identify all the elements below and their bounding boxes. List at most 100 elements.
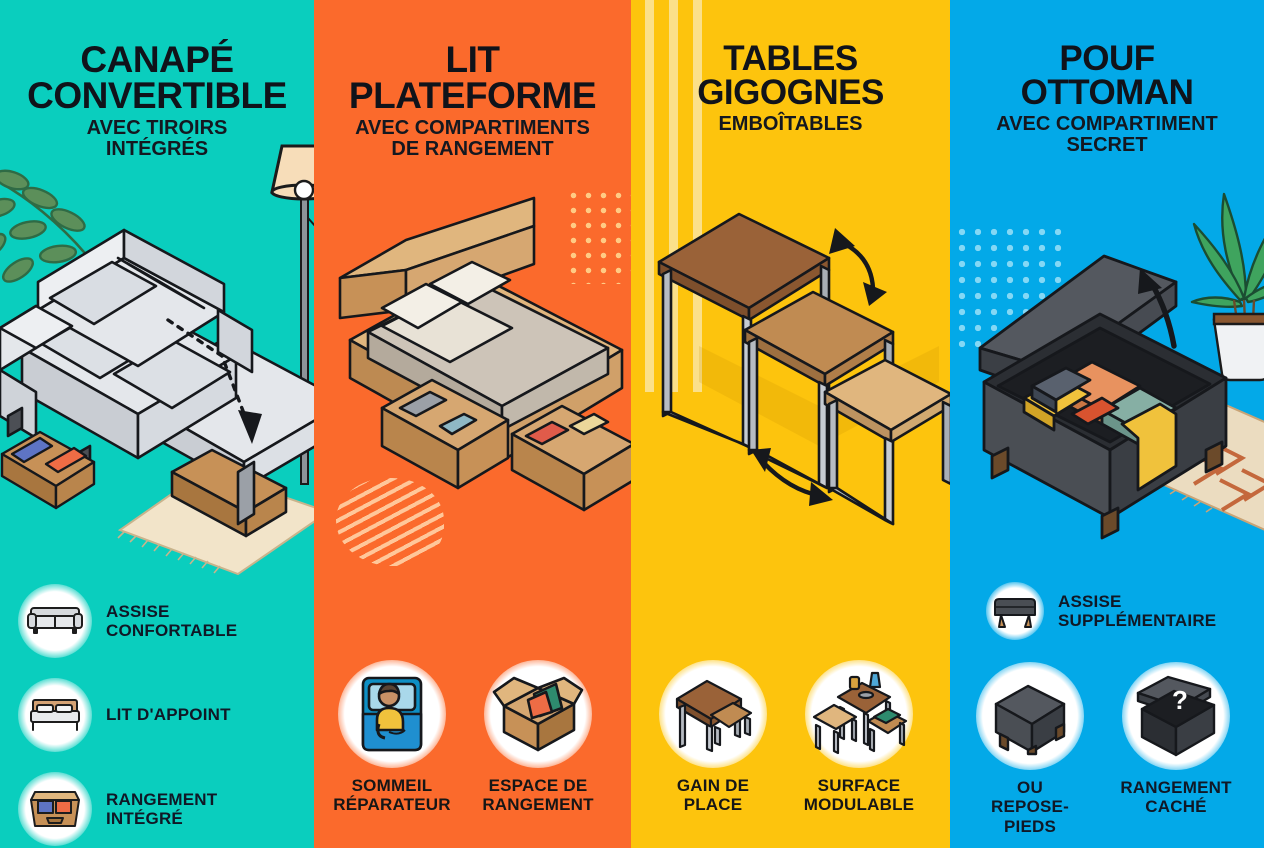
panel-2-subtitle: AVEC COMPARTIMENTS DE RANGEMENT [314, 118, 631, 160]
panel-2-heading: LIT PLATEFORME AVEC COMPARTIMENTS DE RAN… [314, 39, 631, 160]
panel-2-title-line1: LIT [445, 39, 500, 80]
label-line2: RÉPARATEUR [333, 795, 451, 815]
panel-1-subtitle-line2: INTÉGRÉS [105, 137, 209, 160]
label-line2: SUPPLÉMENTAIRE [1058, 611, 1217, 630]
label-line2: CACHÉ [1145, 797, 1207, 817]
panel-4-features: OU REPOSE-PIEDS ? [966, 662, 1240, 836]
feature-row-rangement-integre[interactable]: RANGEMENT INTÉGRÉ [18, 772, 237, 846]
panel-1-subtitle: AVEC TIROIRS INTÉGRÉS [0, 118, 314, 160]
panel-2-title-line2: PLATEFORME [348, 74, 597, 116]
panel-2-subtitle-line2: DE RANGEMENT [391, 137, 554, 160]
feature-label-espace-de-rangement: ESPACE DE RANGEMENT [482, 776, 593, 815]
feature-col-sommeil-reparateur[interactable]: SOMMEIL RÉPARATEUR [328, 660, 456, 815]
label-line2: CONFORTABLE [106, 621, 238, 640]
feature-col-gain-de-place[interactable]: GAIN DE PLACE [649, 660, 777, 815]
drawer-storage-icon [30, 791, 80, 827]
panel-pouf-ottoman: POUF OTTOMAN AVEC COMPARTIMENT SECRET [950, 0, 1264, 848]
panel-1-heading: CANAPÉ CONVERTIBLE AVEC TIROIRS INTÉGRÉS [0, 39, 314, 160]
sofa-icon [27, 607, 83, 634]
panel-3-title-line1: TABLES [723, 39, 858, 78]
nesting-tables-illustration [657, 212, 950, 526]
panel-1-title-line1: CANAPÉ [80, 39, 234, 80]
dot-grid-pattern [566, 188, 631, 284]
diagonal-stripes-pattern [336, 478, 444, 566]
potted-plant-icon [1190, 192, 1264, 382]
sofa-bed-illustration [0, 228, 314, 538]
nested-tables-icon [675, 679, 753, 753]
panel-2-title: LIT PLATEFORME [314, 39, 631, 116]
nested-tables-icon-badge [659, 660, 767, 768]
feature-label-assise-supplementaire: ASSISE SUPPLÉMENTAIRE [1058, 592, 1216, 631]
feature-label-assise-confortable: ASSISE CONFORTABLE [106, 602, 237, 641]
ottoman-small-icon-badge [986, 582, 1044, 640]
panel-3-title-line2: GIGOGNES [697, 72, 884, 112]
panel-4-features-inline: ASSISE SUPPLÉMENTAIRE [986, 582, 1216, 660]
label-line1: GAIN DE [676, 776, 750, 795]
feature-label-rangement-integre: RANGEMENT INTÉGRÉ [106, 790, 217, 829]
patterned-rug [1157, 390, 1264, 531]
bed-icon [30, 699, 80, 731]
spread-tables-icon-badge [805, 660, 913, 768]
plant-leaves-icon [0, 169, 96, 283]
spread-tables-icon [812, 671, 908, 755]
label-line1: ASSISE [106, 601, 170, 621]
label-line1: ESPACE DE [488, 776, 588, 795]
panel-3-title: TABLES GIGOGNES [631, 39, 950, 112]
ottoman-closed-icon [994, 684, 1066, 756]
storage-ottoman-illustration [978, 254, 1228, 540]
feature-label-surface-modulable: SURFACE MODULABLE [804, 776, 914, 815]
label-line2: PLACE [683, 795, 743, 815]
panel-4-subtitle: AVEC COMPARTIMENT SECRET [950, 114, 1264, 156]
panel-lit-plateforme: LIT PLATEFORME AVEC COMPARTIMENTS DE RAN… [314, 0, 631, 848]
svg-text:?: ? [1172, 685, 1188, 715]
panel-tables-gigognes: TABLES GIGOGNES EMBOÎTABLES [631, 0, 950, 848]
sleeping-person-icon [361, 676, 423, 752]
dot-grid-pattern [954, 224, 1062, 352]
label-line1: RANGEMENT [106, 789, 218, 809]
panel-3-heading: TABLES GIGOGNES EMBOÎTABLES [631, 39, 950, 135]
open-drawer-with-clothes [0, 430, 96, 510]
feature-col-rangement-cache[interactable]: ? RANGEMENT CACHÉ [1112, 662, 1240, 836]
feature-label-rangement-cache: RANGEMENT CACHÉ [1120, 778, 1231, 817]
open-box-icon [492, 676, 584, 752]
rug-shape [117, 468, 314, 576]
panel-3-features: GAIN DE PLACE [649, 660, 923, 815]
mystery-box-icon: ? [1136, 675, 1216, 757]
panel-1-title-line2: CONVERTIBLE [27, 74, 287, 116]
panel-4-subtitle-line1: AVEC COMPARTIMENT [996, 113, 1218, 136]
open-box-icon-badge [484, 660, 592, 768]
panel-4-title-line1: POUF [1059, 39, 1155, 78]
panel-3-subtitle: EMBOÎTABLES [631, 114, 950, 135]
feature-col-repose-pieds[interactable]: OU REPOSE-PIEDS [966, 662, 1094, 836]
sleeping-person-icon-badge [338, 660, 446, 768]
feature-label-sommeil-reparateur: SOMMEIL RÉPARATEUR [333, 776, 451, 815]
panel-2-features: SOMMEIL RÉPARATEUR [328, 660, 602, 815]
panel-canape-convertible: CANAPÉ CONVERTIBLE AVEC TIROIRS INTÉGRÉS [0, 0, 314, 848]
feature-row-assise-confortable[interactable]: ASSISE CONFORTABLE [18, 584, 237, 658]
label-line2: MODULABLE [803, 795, 915, 815]
label-line2: INTÉGRÉ [106, 809, 183, 828]
feature-row-assise-supplementaire[interactable]: ASSISE SUPPLÉMENTAIRE [986, 582, 1216, 640]
label-line1: OU [1017, 778, 1043, 797]
label-line1: SOMMEIL [351, 776, 433, 795]
label-line1: LIT D'APPOINT [106, 705, 231, 725]
bed-icon-badge [18, 678, 92, 752]
panel-4-title-line2: OTTOMAN [1020, 72, 1194, 112]
panel-4-heading: POUF OTTOMAN AVEC COMPARTIMENT SECRET [950, 39, 1264, 156]
feature-row-lit-dappoint[interactable]: LIT D'APPOINT [18, 678, 237, 752]
panel-3-subtitle-line1: EMBOÎTABLES [718, 113, 863, 136]
ottoman-small-icon [994, 598, 1036, 628]
feature-col-espace-de-rangement[interactable]: ESPACE DE RANGEMENT [474, 660, 602, 815]
label-line2: RANGEMENT [482, 795, 594, 815]
label-line2: REPOSE-PIEDS [991, 797, 1069, 836]
panel-1-subtitle-line1: AVEC TIROIRS [86, 117, 228, 140]
feature-label-gain-de-place: GAIN DE PLACE [677, 776, 749, 815]
panel-1-features: ASSISE CONFORTABLE [18, 584, 237, 848]
drawer-storage-icon-badge [18, 772, 92, 846]
platform-bed-illustration [338, 196, 631, 512]
ottoman-closed-icon-badge [976, 662, 1084, 770]
feature-label-lit-dappoint: LIT D'APPOINT [106, 705, 231, 724]
label-line1: ASSISE [1058, 591, 1122, 611]
feature-col-surface-modulable[interactable]: SURFACE MODULABLE [795, 660, 923, 815]
